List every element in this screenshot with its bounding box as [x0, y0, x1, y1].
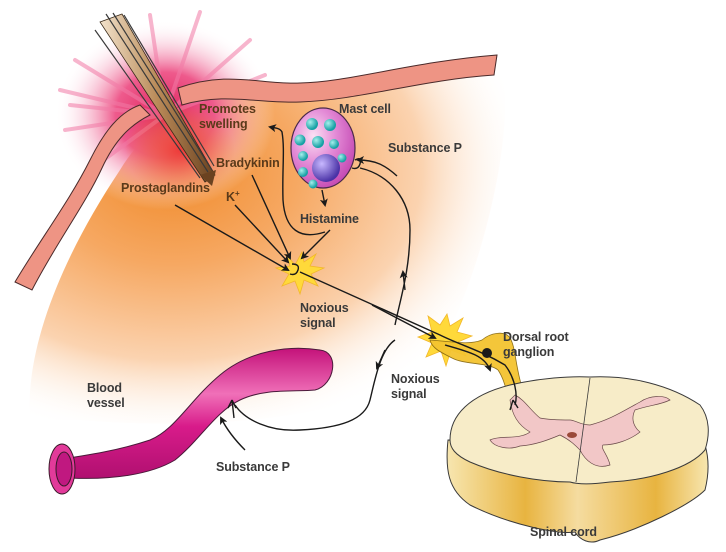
label-noxious-2: Noxious: [391, 372, 440, 386]
nerve-branch-mast-cell: [359, 167, 411, 326]
label-spinal-cord: Spinal cord: [530, 525, 597, 539]
ganglion-cell-body: [482, 348, 492, 358]
arrow-mast-to-histamine: [319, 189, 328, 207]
label-blood: Blood: [87, 381, 122, 395]
arrow-substance-p-bottom: [220, 416, 246, 451]
label-vessel: vessel: [87, 396, 125, 410]
arrow-branch-down: [375, 349, 386, 370]
label-promotes: Promotes: [199, 102, 256, 116]
label-k: K: [226, 190, 235, 204]
label-substance-p-top: Substance P: [388, 141, 462, 155]
label-dorsal-root: Dorsal root: [503, 330, 569, 344]
arrow-branch-up: [399, 270, 408, 291]
arrow-prostaglandins: [174, 204, 290, 271]
label-substance-p-bottom: Substance P: [216, 460, 290, 474]
granules: [294, 118, 347, 189]
arrow-bradykinin: [251, 174, 292, 260]
arrow-substance-p-top: [356, 156, 398, 177]
skin-layer-left: [14, 104, 151, 291]
central-canal: [567, 432, 577, 438]
arrow-k-plus: [234, 204, 290, 264]
skin-layer-top: [177, 54, 498, 106]
label-k-sup: +: [234, 188, 240, 198]
gray-matter: [489, 394, 671, 467]
mast-cell: [290, 107, 356, 189]
receptor-blood-vessel: [227, 399, 237, 419]
label-k-plus: K+: [226, 188, 240, 205]
noxious-star-nerve-ending: [274, 250, 326, 296]
signal-arrows: [174, 124, 519, 451]
label-signal-1: signal: [300, 316, 336, 330]
label-signal-2: signal: [391, 387, 427, 401]
nucleus: [312, 154, 340, 182]
spinal-cord: [446, 376, 709, 543]
label-bradykinin: Bradykinin: [216, 156, 280, 170]
arrow-noxious-down: [371, 304, 437, 339]
label-swelling: swelling: [199, 117, 248, 131]
receptor-mast-cell: [351, 157, 362, 170]
arrow-promotes-swelling: [268, 124, 326, 236]
needle-icon: [94, 12, 216, 186]
label-histamine: Histamine: [300, 212, 359, 226]
label-mast-cell: Mast cell: [339, 102, 391, 116]
label-ganglion: ganglion: [503, 345, 555, 359]
arrow-into-cord: [444, 344, 492, 372]
label-noxious-1: Noxious: [300, 301, 349, 315]
label-prostaglandins: Prostaglandins: [121, 181, 210, 195]
arrow-histamine-to-nerve: [300, 229, 331, 260]
blood-vessel: [48, 347, 334, 495]
receptor-spinal: [509, 399, 519, 411]
nerve-fiber-main: [299, 271, 517, 406]
